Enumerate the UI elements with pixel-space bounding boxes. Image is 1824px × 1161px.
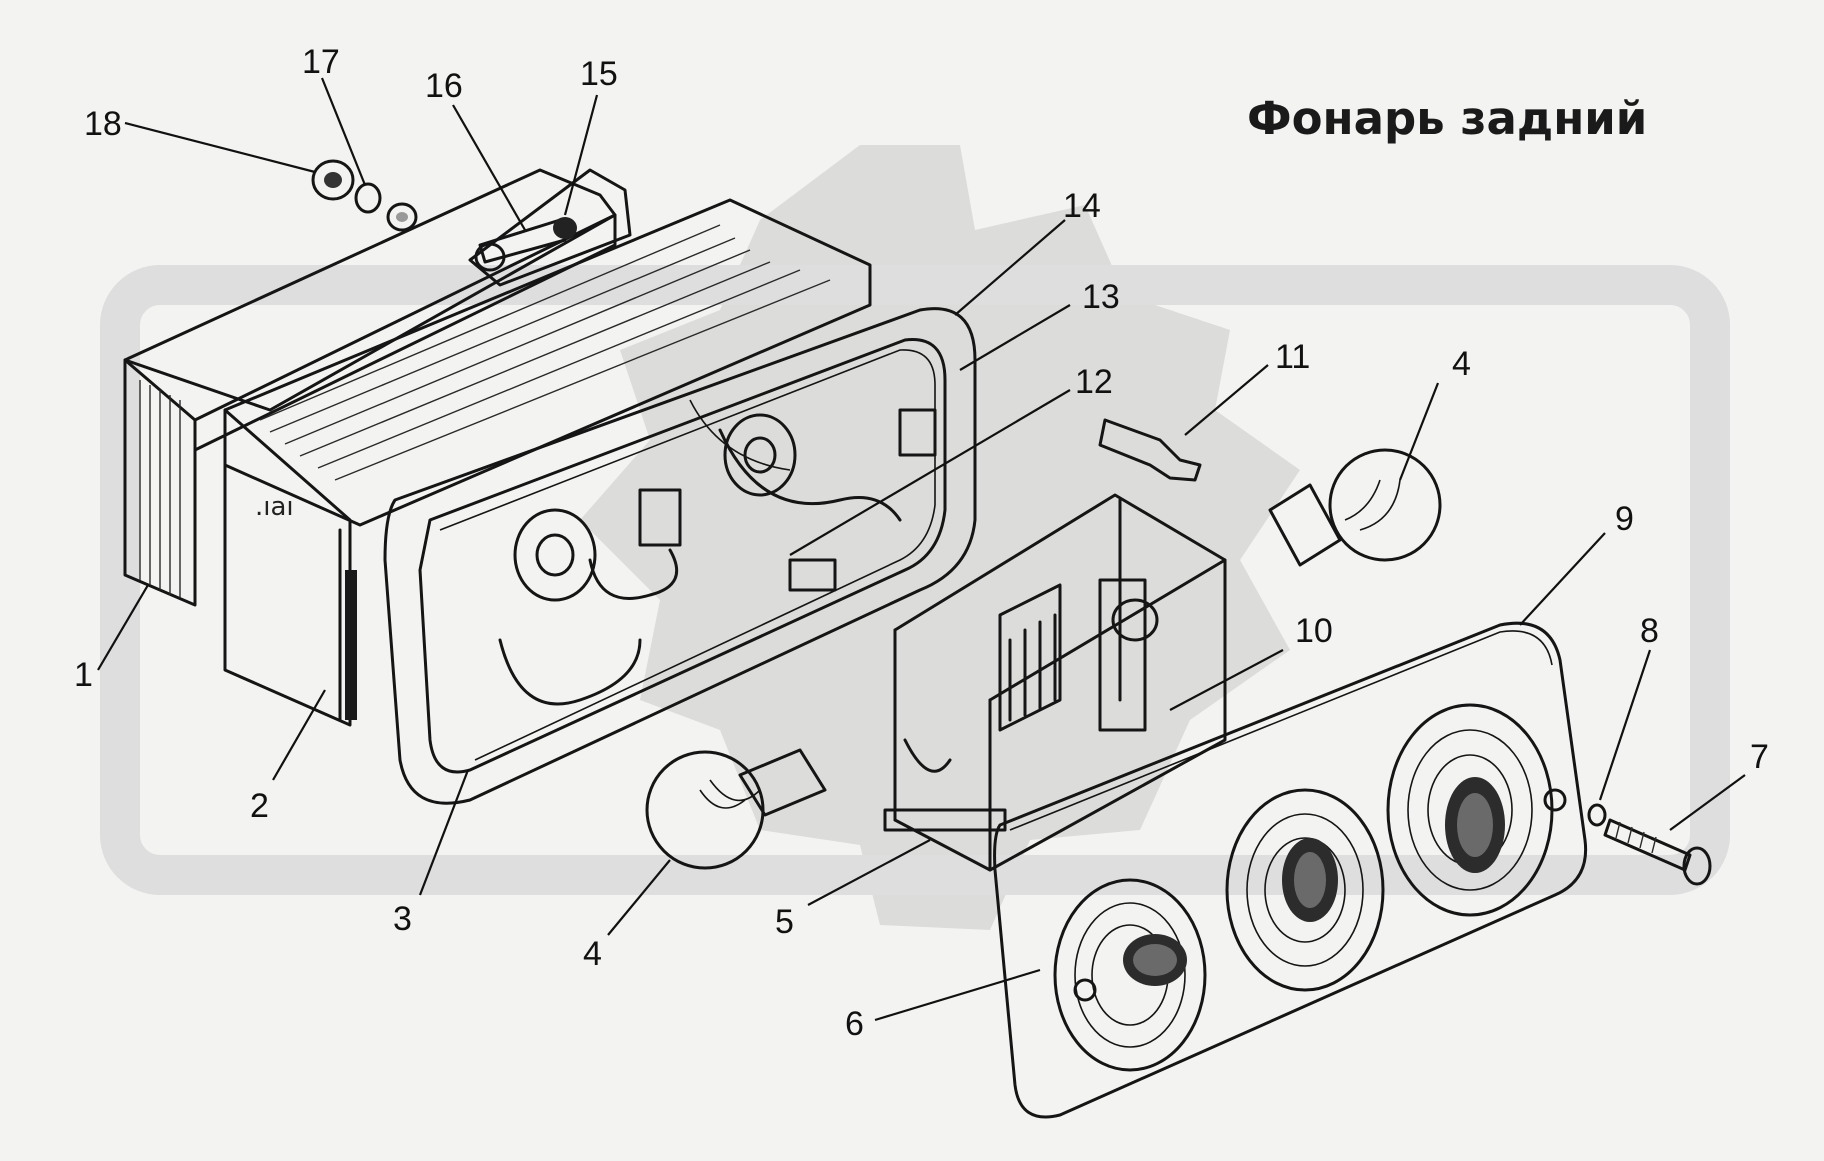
lens-section-1 — [1053, 878, 1207, 1072]
lens-section-3 — [1386, 703, 1554, 917]
leader-16 — [452, 104, 526, 231]
leader-11 — [1184, 364, 1269, 436]
callout-2: 2 — [250, 787, 269, 825]
housing-inner-shell: .ıаı — [223, 198, 872, 727]
callout-10: 10 — [1295, 612, 1333, 650]
callout-13: 13 — [1082, 278, 1120, 316]
leader-9 — [1519, 532, 1606, 626]
leader-5 — [807, 839, 931, 906]
leader-10 — [1169, 649, 1284, 711]
callout-12: 12 — [1075, 363, 1113, 401]
wire-harness — [498, 399, 902, 706]
bulb-holder-plate — [883, 493, 1227, 872]
callout-1: 1 — [74, 656, 93, 694]
leader-17 — [320, 77, 367, 186]
leader-12 — [789, 389, 1071, 556]
callout-labels: 1 2 3 4 4 5 6 7 8 9 10 11 12 13 14 15 16… — [74, 43, 1769, 1043]
callout-5: 5 — [775, 903, 794, 941]
lamp-bulb-right — [1268, 448, 1442, 567]
callout-9: 9 — [1615, 500, 1634, 538]
leader-4b — [607, 859, 671, 936]
callout-15: 15 — [580, 55, 618, 93]
leader-13 — [959, 304, 1071, 371]
lens-diffuser — [993, 621, 1588, 1119]
callout-3: 3 — [393, 900, 412, 938]
rear-housing-frame — [383, 307, 977, 805]
callout-16: 16 — [425, 67, 463, 105]
callout-18: 18 — [84, 105, 122, 143]
nut — [311, 159, 355, 201]
lens-section-2 — [1225, 788, 1385, 992]
leader-3 — [418, 769, 470, 896]
contact-plate — [998, 578, 1159, 732]
callout-14: 14 — [1063, 187, 1101, 225]
leader-7 — [1669, 774, 1746, 831]
terminal-clip — [1098, 418, 1202, 482]
callout-11: 11 — [1275, 338, 1310, 376]
washer — [1587, 803, 1607, 827]
callout-6: 6 — [845, 1005, 864, 1043]
leader-14 — [954, 219, 1066, 316]
callout-4b: 4 — [583, 935, 602, 973]
screw — [1603, 818, 1712, 886]
leader-4a — [1398, 382, 1440, 481]
reflector — [513, 408, 937, 602]
leader-8 — [1598, 649, 1652, 801]
seal-gasket — [1009, 630, 1553, 831]
bolt — [474, 217, 577, 272]
leader-18 — [124, 121, 316, 174]
spring-washer — [354, 182, 382, 214]
leader-1 — [97, 584, 149, 671]
leader-2 — [272, 689, 326, 781]
callout-7: 7 — [1750, 738, 1769, 776]
top-bracket — [468, 168, 632, 287]
callout-4a: 4 — [1452, 345, 1471, 383]
leader-6 — [874, 968, 1041, 1022]
flat-washer — [386, 202, 418, 232]
lamp-bulb-left — [645, 748, 827, 870]
callout-17: 17 — [302, 43, 340, 81]
svg-text:.ıаı: .ıаı — [255, 492, 294, 522]
background-watermark — [100, 145, 1730, 930]
callout-8: 8 — [1640, 612, 1659, 650]
leader-15 — [563, 94, 599, 216]
leader-lines — [97, 77, 1746, 1022]
diagram-title: Фонарь задний — [1247, 92, 1648, 145]
